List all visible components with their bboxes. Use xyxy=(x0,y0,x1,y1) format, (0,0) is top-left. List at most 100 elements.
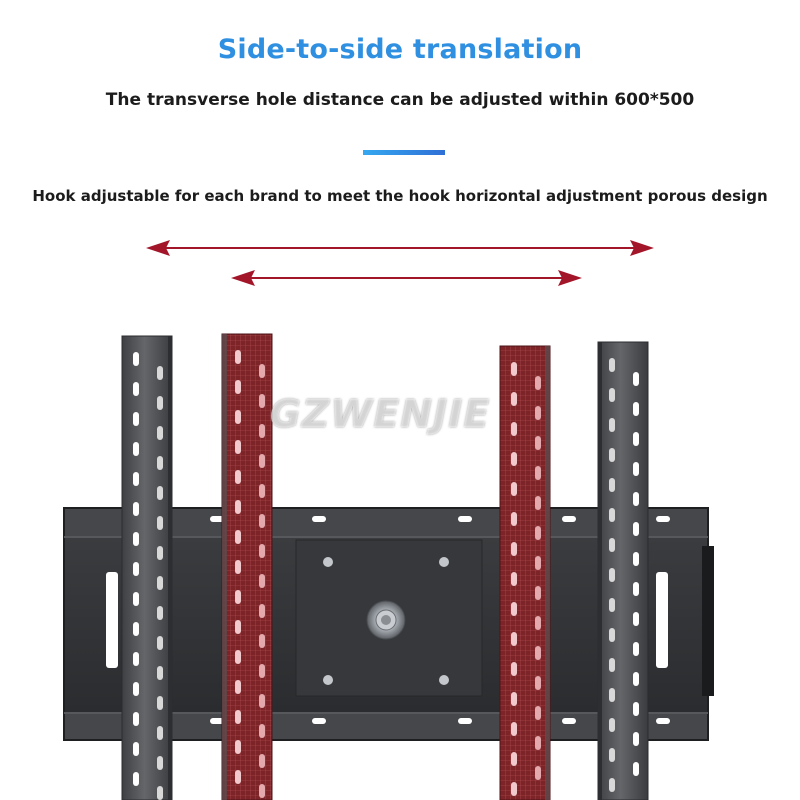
slot-hole xyxy=(511,452,517,466)
slot-hole xyxy=(511,482,517,496)
slot-hole xyxy=(133,652,139,666)
slot-hole xyxy=(609,388,615,402)
slot-hole xyxy=(157,546,163,560)
slot-hole xyxy=(511,662,517,676)
slot-hole xyxy=(535,526,541,540)
slot-hole xyxy=(609,658,615,672)
slot-hole xyxy=(235,560,241,574)
slot-hole xyxy=(157,456,163,470)
slot-hole xyxy=(259,634,265,648)
slot-hole xyxy=(609,598,615,612)
slot-hole xyxy=(235,410,241,424)
slot-hole xyxy=(633,762,639,776)
slot-hole xyxy=(511,692,517,706)
slot-hole xyxy=(133,772,139,786)
feature-caption: Hook adjustable for each brand to meet t… xyxy=(32,187,768,205)
slot-hole xyxy=(259,664,265,678)
slot-hole xyxy=(609,778,615,792)
slot-hole xyxy=(235,710,241,724)
slot-hole xyxy=(511,422,517,436)
slot-hole xyxy=(133,382,139,396)
slot-hole xyxy=(133,352,139,366)
slot-hole xyxy=(133,412,139,426)
slot-hole xyxy=(133,742,139,756)
page-subtitle: The transverse hole distance can be adju… xyxy=(105,90,695,110)
slot-hole xyxy=(511,602,517,616)
slot-hole xyxy=(235,620,241,634)
slot-hole xyxy=(235,440,241,454)
slot-hole xyxy=(259,694,265,708)
slot-hole xyxy=(133,502,139,516)
slot-hole xyxy=(235,500,241,514)
slot-hole xyxy=(633,462,639,476)
slot-hole xyxy=(511,512,517,526)
slot-hole xyxy=(609,628,615,642)
inner-bracket-right xyxy=(499,345,551,800)
slot-hole xyxy=(235,740,241,754)
slot-hole xyxy=(235,470,241,484)
slot-hole xyxy=(535,556,541,570)
slot-hole xyxy=(133,472,139,486)
slot-hole xyxy=(157,726,163,740)
slot-hole xyxy=(511,392,517,406)
wide-range-arrow xyxy=(146,240,654,256)
title-divider xyxy=(363,150,445,155)
slot-hole xyxy=(609,508,615,522)
slot-hole xyxy=(511,782,517,796)
slot-hole xyxy=(235,590,241,604)
slot-hole xyxy=(157,396,163,410)
slot-hole xyxy=(609,418,615,432)
slot-hole xyxy=(535,616,541,630)
slot-hole xyxy=(633,432,639,446)
slot-hole xyxy=(133,532,139,546)
slot-hole xyxy=(609,688,615,702)
slot-hole xyxy=(609,538,615,552)
slot-hole xyxy=(259,544,265,558)
slot-hole xyxy=(535,466,541,480)
slot-hole xyxy=(157,576,163,590)
slot-hole xyxy=(157,786,163,800)
slot-hole xyxy=(609,568,615,582)
slot-hole xyxy=(535,646,541,660)
slot-hole xyxy=(235,530,241,544)
slot-hole xyxy=(157,516,163,530)
slot-hole xyxy=(535,676,541,690)
slot-hole xyxy=(633,702,639,716)
slot-hole xyxy=(259,784,265,798)
slot-hole xyxy=(157,426,163,440)
slot-hole xyxy=(259,454,265,468)
slot-hole xyxy=(133,682,139,696)
slot-hole xyxy=(609,718,615,732)
slot-hole xyxy=(633,612,639,626)
slot-hole xyxy=(259,514,265,528)
page-title: Side-to-side translation xyxy=(217,34,583,65)
inner-bracket-left xyxy=(221,333,273,800)
slot-hole xyxy=(535,376,541,390)
slot-hole xyxy=(157,696,163,710)
slot-hole xyxy=(235,650,241,664)
slot-hole xyxy=(259,394,265,408)
slot-hole xyxy=(157,366,163,380)
slot-hole xyxy=(633,732,639,746)
slot-hole xyxy=(609,748,615,762)
slot-hole xyxy=(235,680,241,694)
slot-hole xyxy=(157,756,163,770)
slot-hole xyxy=(535,586,541,600)
slot-hole xyxy=(633,552,639,566)
narrow-range-arrow xyxy=(231,270,582,286)
slot-hole xyxy=(609,358,615,372)
slot-hole xyxy=(511,722,517,736)
slot-hole xyxy=(259,574,265,588)
slot-hole xyxy=(157,636,163,650)
slot-hole xyxy=(259,484,265,498)
slot-hole xyxy=(511,362,517,376)
slot-hole xyxy=(609,448,615,462)
slot-hole xyxy=(535,706,541,720)
outer-bracket-right xyxy=(597,341,649,800)
slot-hole xyxy=(633,372,639,386)
slot-hole xyxy=(259,754,265,768)
outer-bracket-left xyxy=(121,335,173,800)
slot-hole xyxy=(511,752,517,766)
slot-hole xyxy=(133,592,139,606)
